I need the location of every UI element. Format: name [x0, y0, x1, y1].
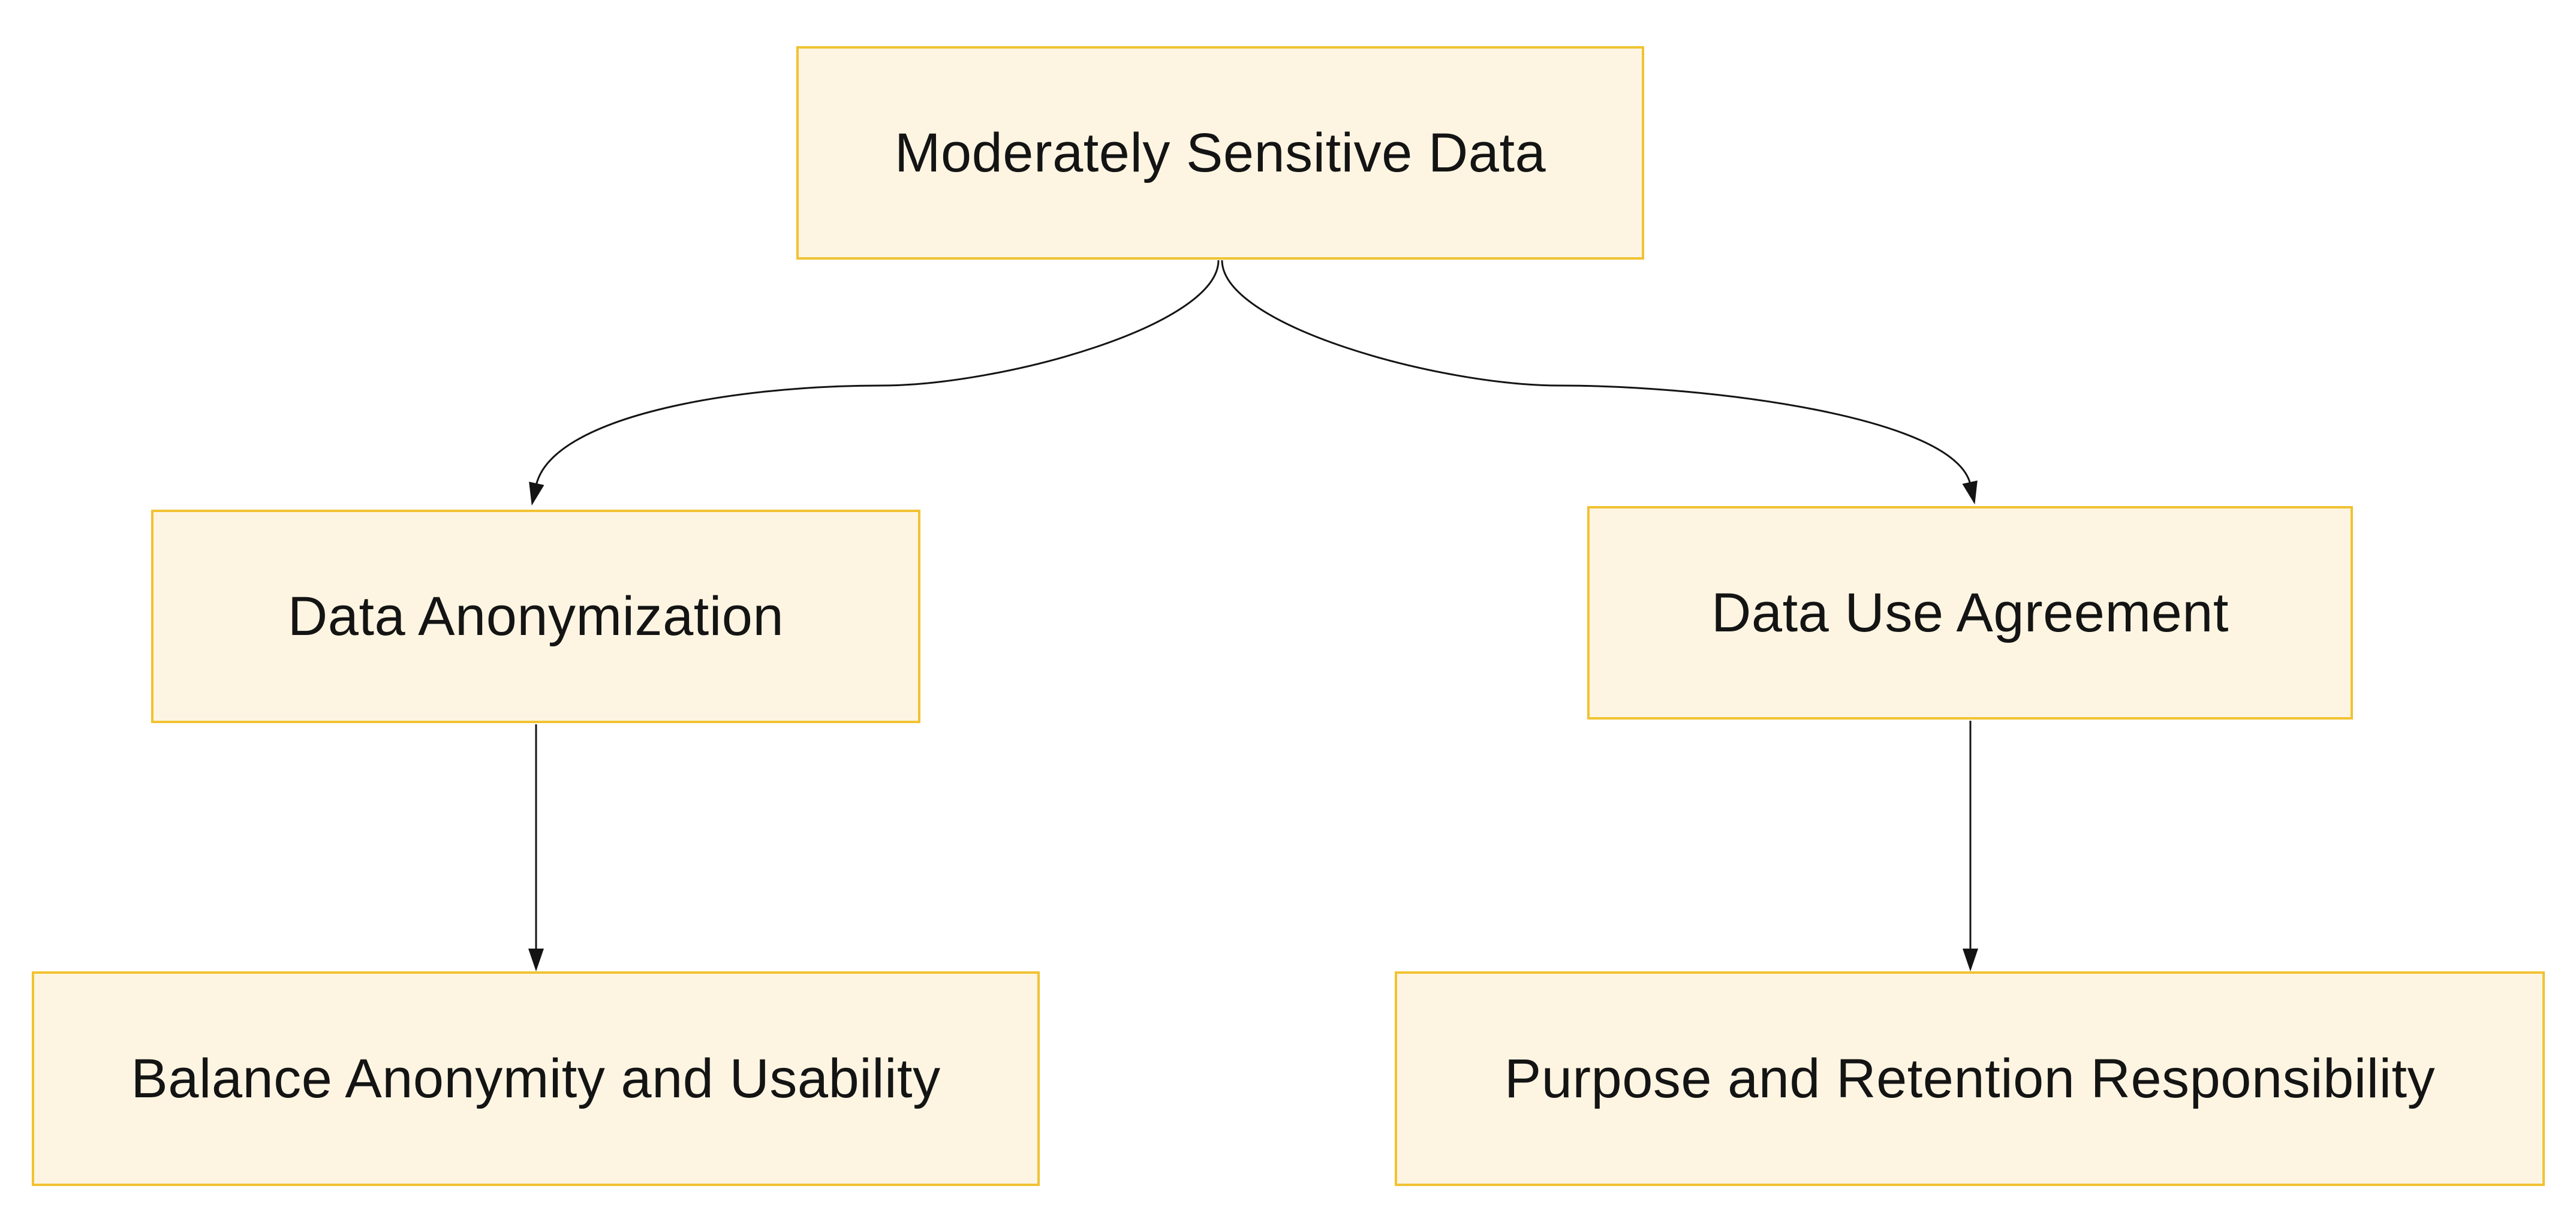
node-label: Balance Anonymity and Usability [131, 1048, 941, 1109]
node-balance-anonymity-usability: Balance Anonymity and Usability [32, 971, 1040, 1186]
node-data-anonymization: Data Anonymization [151, 510, 920, 723]
node-label: Data Anonymization [287, 585, 784, 647]
node-moderately-sensitive-data: Moderately Sensitive Data [796, 46, 1644, 260]
edge-root-to-anonymization [529, 260, 1220, 506]
node-data-use-agreement: Data Use Agreement [1587, 506, 2353, 720]
edge-root-to-agreement [1221, 260, 1978, 505]
node-label: Purpose and Retention Responsibility [1504, 1048, 2436, 1109]
node-label: Data Use Agreement [1711, 582, 2229, 643]
node-purpose-retention-responsibility: Purpose and Retention Responsibility [1395, 971, 2545, 1186]
node-label: Moderately Sensitive Data [894, 122, 1546, 183]
